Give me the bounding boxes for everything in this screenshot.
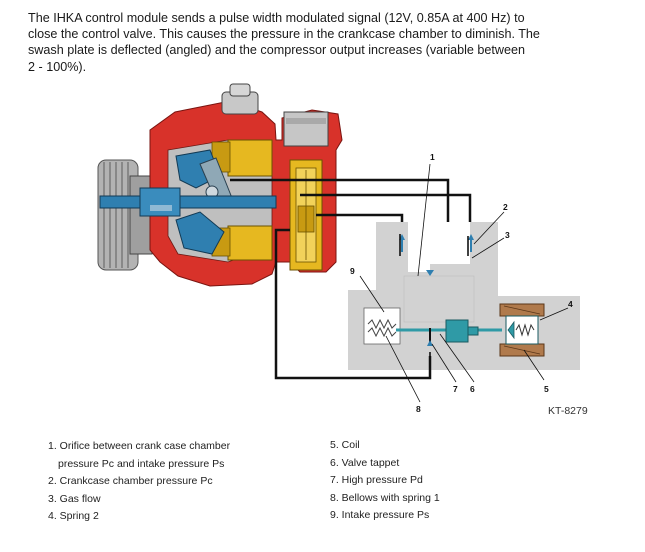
legend-item-5: 5. Coil [330, 439, 360, 451]
legend-item-7: 7. High pressure Pd [330, 474, 423, 486]
intro-paragraph: The IHKA control module sends a pulse wi… [28, 10, 618, 75]
intro-line-4: 2 - 100%). [28, 59, 87, 74]
callout-leaders [359, 163, 569, 403]
legend-right: 5. Coil 6. Valve tappet 7. High pressure… [330, 437, 440, 525]
callout-9: 9 [350, 266, 355, 276]
legend-item-2: 2. Crankcase chamber pressure Pc [48, 475, 213, 487]
callout-numbers: 1 2 3 4 5 6 7 8 9 [350, 152, 573, 414]
callout-3: 3 [505, 230, 510, 240]
valve-schematic [230, 178, 580, 380]
callout-7: 7 [453, 384, 458, 394]
callout-2: 2 [503, 202, 508, 212]
callout-8: 8 [416, 404, 421, 414]
drive-shaft [99, 187, 277, 217]
legend-left: 1. Orifice between crank case chamber pr… [48, 438, 230, 526]
legend-item-6: 6. Valve tappet [330, 456, 400, 469]
legend-item-1-cont: pressure Pc and intake pressure Ps [58, 457, 225, 470]
legend-item-9: 9. Intake pressure Ps [330, 509, 430, 521]
intro-line-3: swash plate is deflected (angled) and th… [28, 43, 526, 58]
callout-5: 5 [544, 384, 549, 394]
intro-line-2: close the control valve. This causes the… [28, 27, 540, 42]
legend-item-3: 3. Gas flow [48, 492, 101, 505]
intro-line-1: The IHKA control module sends a pulse wi… [28, 11, 525, 25]
legend-item-1: 1. Orifice between crank case chamber [48, 440, 231, 452]
callout-4: 4 [568, 299, 573, 309]
legend-item-4: 4. Spring 2 [48, 510, 99, 522]
legend-item-8: 8. Bellows with spring 1 [330, 491, 440, 504]
figure-id-label: KT-8279 [548, 405, 588, 417]
swash-plate [175, 149, 233, 255]
callout-6: 6 [470, 384, 475, 394]
callout-1: 1 [430, 152, 435, 162]
compressor-cutaway [97, 83, 343, 287]
